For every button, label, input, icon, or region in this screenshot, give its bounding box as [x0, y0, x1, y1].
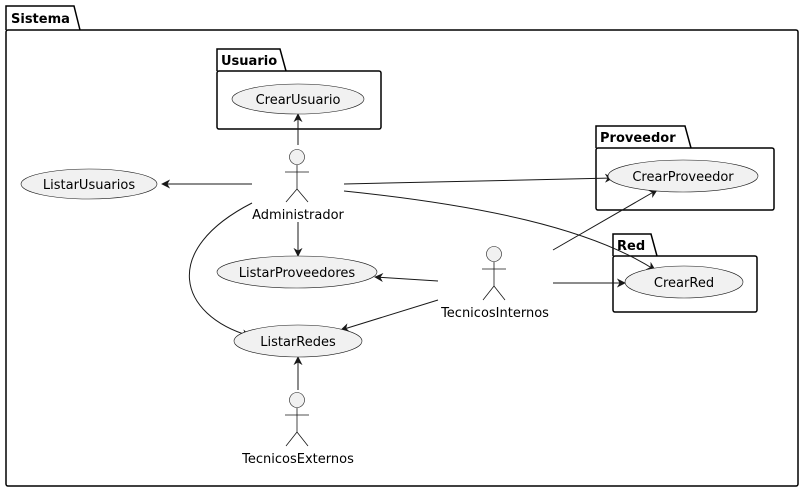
- edge-tint-listarredes: [340, 299, 439, 332]
- usecase-crearred-label: CrearRed: [654, 276, 714, 291]
- package-proveedor: Proveedor: [595, 125, 775, 211]
- usecase-listarproveedores-label: ListarProveedores: [239, 266, 356, 281]
- package-usuario: Usuario: [216, 48, 382, 130]
- edge-admin-crearred: [343, 190, 656, 271]
- edge-tint-listarproveedores: [374, 273, 439, 283]
- actor-tecnicosinternos: TecnicosInternos: [440, 246, 549, 321]
- package-usuario-label: Usuario: [221, 54, 277, 69]
- usecase-listarredes-label: ListarRedes: [260, 335, 336, 350]
- actor-administrador-label: Administrador: [252, 208, 344, 223]
- actor-tecnicosexternos-label: TecnicosExternos: [241, 452, 354, 467]
- package-sistema-label: Sistema: [11, 12, 70, 27]
- package-red: Red: [612, 233, 758, 313]
- usecase-crearproveedor: CrearProveedor: [607, 159, 759, 193]
- package-sistema: Sistema: [5, 5, 799, 487]
- usecase-crearproveedor-label: CrearProveedor: [632, 170, 734, 185]
- edge-admin-crearproveedor: [343, 173, 614, 185]
- relations: [161, 113, 658, 390]
- edge-tint-crearproveedor: [552, 189, 658, 251]
- actor-tecnicosexternos: TecnicosExternos: [241, 392, 354, 467]
- usecase-crearusuario: CrearUsuario: [231, 83, 365, 115]
- usecase-crearusuario-label: CrearUsuario: [256, 93, 341, 108]
- usecase-listarusuarios-label: ListarUsuarios: [43, 178, 135, 193]
- usecase-listarusuarios: ListarUsuarios: [20, 168, 158, 200]
- actor-administrador: Administrador: [252, 149, 345, 223]
- package-red-label: Red: [617, 239, 645, 254]
- usecase-crearred: CrearRed: [624, 265, 744, 299]
- usecase-listarproveedores: ListarProveedores: [216, 255, 378, 289]
- package-proveedor-label: Proveedor: [600, 131, 676, 146]
- edge-admin-listarredes: [189, 202, 253, 339]
- usecase-listarredes: ListarRedes: [233, 324, 363, 358]
- actor-tecnicosinternos-label: TecnicosInternos: [440, 306, 549, 321]
